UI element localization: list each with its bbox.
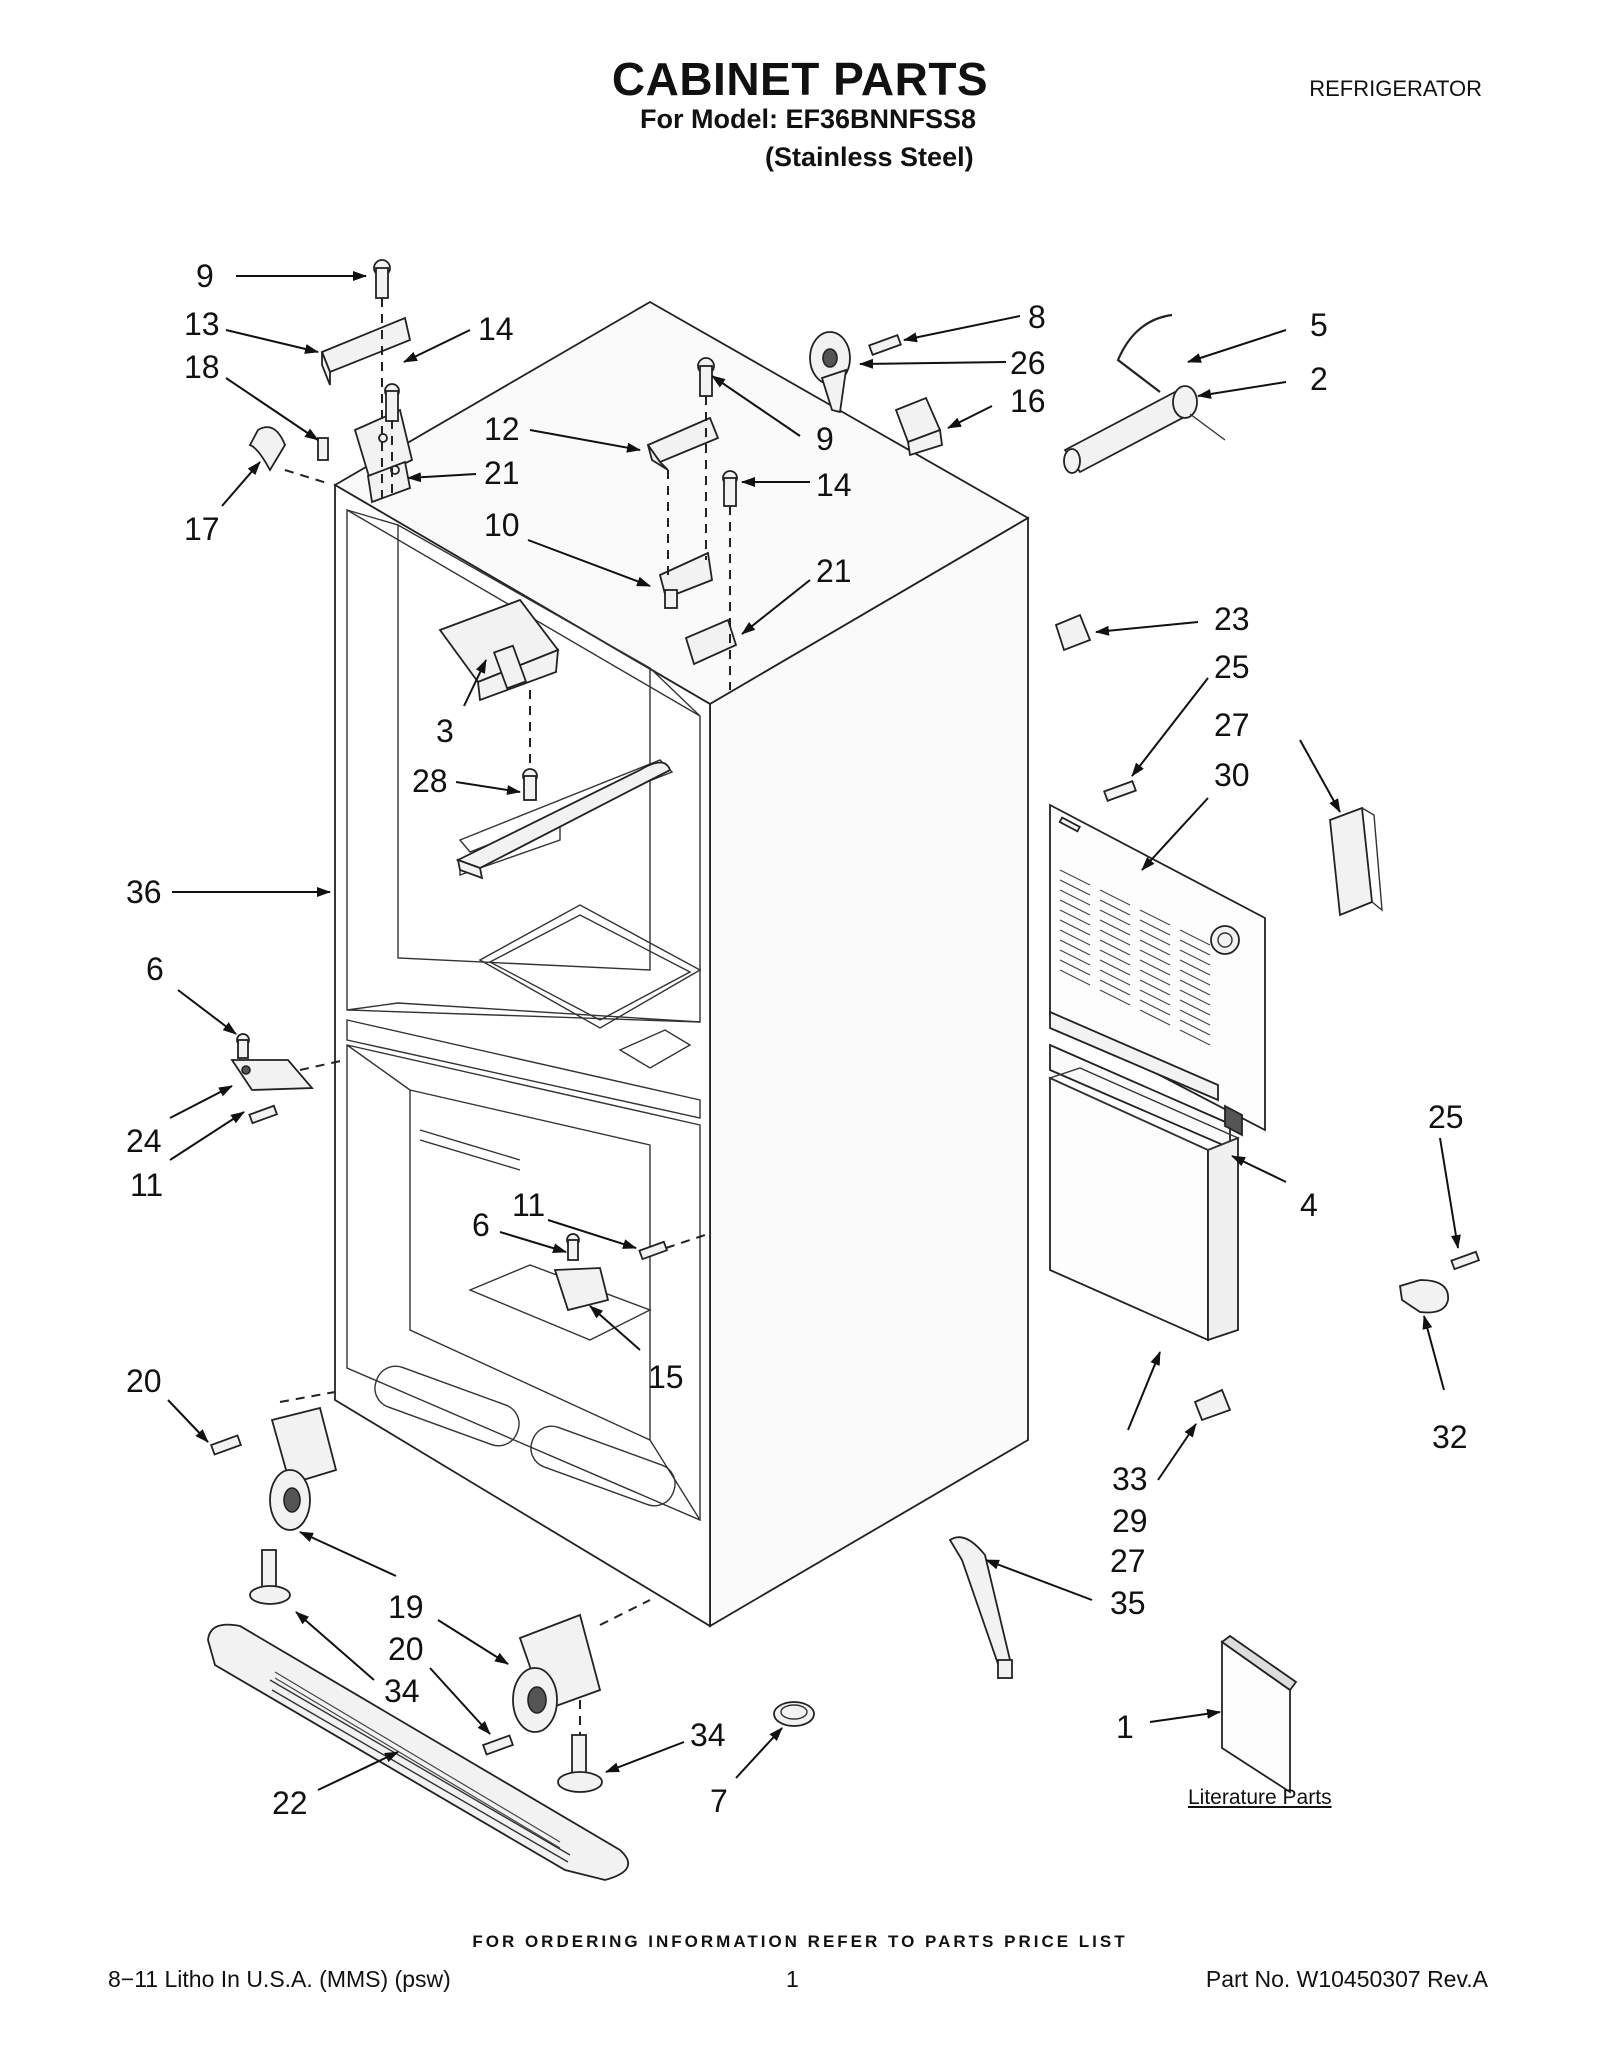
callout-26: 26 <box>1010 345 1046 381</box>
callout-22: 22 <box>272 1785 308 1821</box>
callout-35: 35 <box>1110 1585 1146 1621</box>
callout-29: 29 <box>1112 1503 1148 1539</box>
callout-18: 18 <box>184 349 220 385</box>
panel-strip <box>1048 1010 1243 1342</box>
callout-14: 14 <box>816 467 852 503</box>
callout-30: 30 <box>1214 757 1250 793</box>
callout-11: 11 <box>512 1187 545 1223</box>
callout-10: 10 <box>484 507 520 543</box>
print-info: 8−11 Litho In U.S.A. (MMS) (psw) <box>108 1966 451 1992</box>
callout-34: 34 <box>690 1717 726 1753</box>
clip-23 <box>1054 613 1092 652</box>
refrigerator-cabinet <box>333 300 1030 1628</box>
callout-20: 20 <box>126 1363 162 1399</box>
right-top-hinge-group <box>646 357 738 690</box>
callout-28: 28 <box>412 763 448 799</box>
callout-7: 7 <box>710 1783 728 1819</box>
callout-24: 24 <box>126 1123 162 1159</box>
category-label: REFRIGERATOR <box>1309 76 1482 101</box>
callout-25: 25 <box>1214 649 1250 685</box>
callout-25: 25 <box>1428 1099 1464 1135</box>
control-housing <box>438 598 560 801</box>
page-number: 1 <box>786 1966 799 1992</box>
variant-line: (Stainless Steel) <box>765 142 974 172</box>
bracket-27 <box>1329 806 1383 917</box>
callout-33: 33 <box>1112 1461 1148 1497</box>
roller-left <box>209 1391 338 1605</box>
rear-access-panel <box>1049 803 1266 1132</box>
callout-20: 20 <box>388 1631 424 1667</box>
callout-36: 36 <box>126 874 162 910</box>
center-hinge-right <box>553 1233 706 1312</box>
callout-4: 4 <box>1300 1187 1318 1223</box>
callout-12: 12 <box>484 411 520 447</box>
callout-11: 11 <box>130 1167 163 1203</box>
literature-parts-label: Literature Parts <box>1188 1786 1332 1809</box>
door-closer-cam <box>809 331 902 414</box>
clip-29 <box>1193 1388 1232 1422</box>
callout-8: 8 <box>1028 299 1046 335</box>
callout-17: 17 <box>184 511 220 547</box>
callout-32: 32 <box>1432 1419 1468 1455</box>
callout-9: 9 <box>816 421 834 457</box>
base-grille <box>207 1623 630 1881</box>
callout-2: 2 <box>1310 361 1328 397</box>
leader-lines <box>167 271 1461 1791</box>
clip-16 <box>894 396 943 457</box>
callout-15: 15 <box>648 1359 684 1395</box>
literature-booklet <box>1220 1634 1298 1794</box>
page-title: CABINET PARTS <box>611 53 989 105</box>
callout-1: 1 <box>1116 1709 1134 1745</box>
callout-6: 6 <box>146 951 164 987</box>
clamp-32 <box>1398 1250 1481 1314</box>
callout-21: 21 <box>816 553 852 589</box>
ordering-note: FOR ORDERING INFORMATION REFER TO PARTS … <box>472 1932 1128 1951</box>
wire-harness <box>948 1536 1013 1679</box>
callout-numbers: 9 13 18 14 17 21 12 9 14 10 21 8 26 16 5… <box>126 258 1468 1821</box>
plug-7 <box>773 1701 815 1727</box>
callout-3: 3 <box>436 713 454 749</box>
screw-25-top <box>1103 780 1137 802</box>
left-top-hinge-group <box>248 259 414 504</box>
callout-9: 9 <box>196 258 214 294</box>
part-number: Part No. W10450307 Rev.A <box>1205 1966 1488 1992</box>
callout-27: 27 <box>1110 1543 1146 1579</box>
roller-right <box>481 1599 651 1793</box>
callout-34: 34 <box>384 1673 420 1709</box>
water-tube-assembly <box>1063 313 1226 474</box>
callout-6: 6 <box>472 1207 490 1243</box>
callout-21: 21 <box>484 455 520 491</box>
callout-5: 5 <box>1310 307 1328 343</box>
callout-19: 19 <box>388 1589 424 1625</box>
callout-23: 23 <box>1214 601 1250 637</box>
shelf-bracket <box>455 761 672 880</box>
model-line: For Model: EF36BNNFSS8 <box>640 104 977 134</box>
callout-14: 14 <box>478 311 514 347</box>
center-hinge-left <box>230 1033 346 1125</box>
callout-13: 13 <box>184 306 220 342</box>
callout-27: 27 <box>1214 707 1250 743</box>
callout-16: 16 <box>1010 383 1046 419</box>
